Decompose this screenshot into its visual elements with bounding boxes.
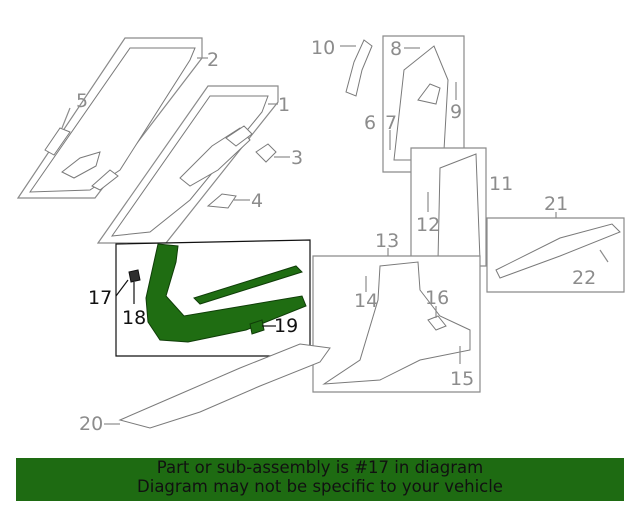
callout-1: 1 (278, 94, 290, 116)
part-3-plate (255, 143, 277, 163)
part-16-plate (427, 315, 447, 331)
part-18-clip (128, 269, 141, 283)
notice-line-1: Part or sub-assembly is #17 in diagram (156, 458, 484, 477)
part-20-rail (118, 343, 331, 429)
part-11-trim (437, 153, 481, 261)
part-10-handle (345, 39, 373, 97)
callout-6: 6 (364, 112, 376, 134)
callout-21: 21 (544, 193, 568, 215)
leader-17 (115, 279, 129, 297)
callout-4: 4 (251, 190, 263, 212)
part-13-quarter-trim (322, 261, 471, 385)
notice-banner: Part or sub-assembly is #17 in diagram D… (16, 458, 624, 501)
part-5-pocket (61, 151, 101, 179)
callout-12: 12 (416, 214, 440, 236)
callout-20: 20 (79, 413, 103, 435)
part-5-handle (44, 127, 71, 156)
part-17-sill-plate (145, 243, 307, 343)
callout-7: 7 (385, 112, 397, 134)
callout-14: 14 (354, 290, 378, 312)
callout-13: 13 (375, 230, 399, 252)
part-1-pillar-trim (110, 95, 269, 237)
callout-8: 8 (390, 38, 402, 60)
notice-line-2: Diagram may not be specific to your vehi… (137, 477, 503, 496)
part-5-grip (91, 169, 119, 191)
part-17-sill-rail (193, 265, 303, 305)
leader-5 (61, 107, 71, 129)
part-6-pillar-window (417, 83, 441, 105)
leader-22 (599, 249, 609, 263)
callout-16: 16 (425, 287, 449, 309)
callout-5: 5 (76, 90, 88, 112)
callout-11: 11 (489, 173, 513, 195)
callout-2: 2 (207, 49, 219, 71)
callout-19: 19 (274, 315, 298, 337)
part-1-vent (225, 125, 253, 147)
part-4-plate (206, 193, 237, 209)
part-2-pillar-trim (29, 47, 196, 193)
callout-17: 17 (88, 287, 112, 309)
part-21-sill (495, 223, 621, 279)
callout-15: 15 (450, 368, 474, 390)
part-17-retainer (249, 319, 265, 335)
callout-9: 9 (450, 101, 462, 123)
callout-10: 10 (311, 37, 335, 59)
callout-22: 22 (572, 267, 596, 289)
callout-3: 3 (291, 147, 303, 169)
callout-18: 18 (122, 307, 146, 329)
